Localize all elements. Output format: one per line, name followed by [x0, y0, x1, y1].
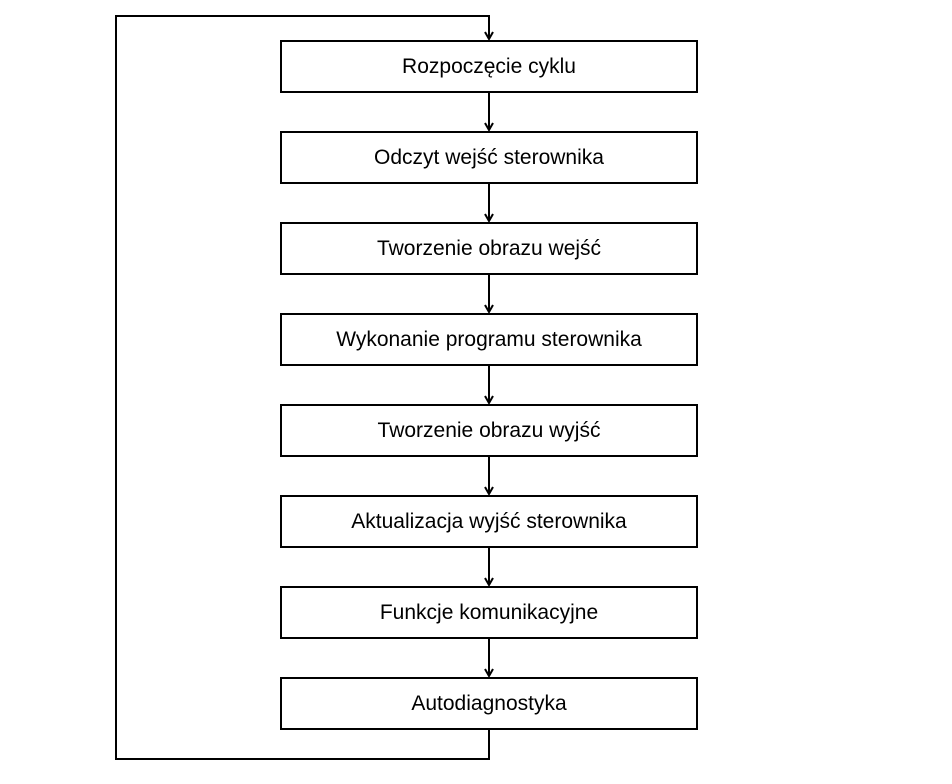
- step-odczyt-wejsc: Odczyt wejść sterownika: [280, 131, 698, 184]
- step-tworzenie-obrazu-wejsc: Tworzenie obrazu wejść: [280, 222, 698, 275]
- step-wykonanie-programu: Wykonanie programu sterownika: [280, 313, 698, 366]
- step-autodiagnostyka: Autodiagnostyka: [280, 677, 698, 730]
- step-aktualizacja-wyjsc: Aktualizacja wyjść sterownika: [280, 495, 698, 548]
- loop-back-arrow: [115, 15, 489, 760]
- step-tworzenie-obrazu-wyjsc: Tworzenie obrazu wyjść: [280, 404, 698, 457]
- step-rozpoczecie-cyklu: Rozpoczęcie cyklu: [280, 40, 698, 93]
- step-funkcje-komunikacyjne: Funkcje komunikacyjne: [280, 586, 698, 639]
